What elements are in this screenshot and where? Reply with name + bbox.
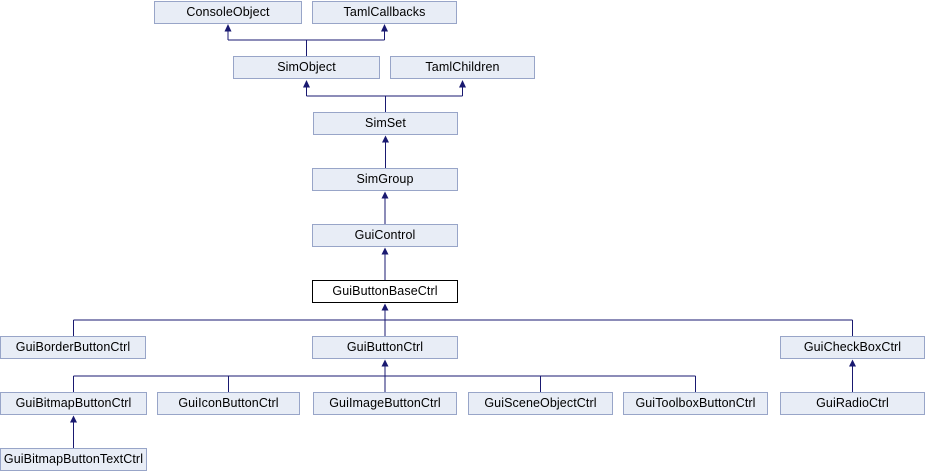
edge-guibitmapbuttontextctrl-to-guibitmapbuttonctrl <box>70 415 77 448</box>
arrowhead-into-guibuttonctrl <box>381 359 389 367</box>
class-node-consoleobject[interactable]: ConsoleObject <box>154 1 302 24</box>
class-node-guiiconbuttonctrl[interactable]: GuiIconButtonCtrl <box>157 392 300 415</box>
edge-guicontrol-to-simgroup <box>381 191 389 224</box>
class-node-guiimagebuttonctrl[interactable]: GuiImageButtonCtrl <box>313 392 457 415</box>
class-node-tamlchildren[interactable]: TamlChildren <box>390 56 535 79</box>
class-node-guibitmapbuttonctrl[interactable]: GuiBitmapButtonCtrl <box>0 392 147 415</box>
arrowhead-into-guibuttonbasectrl <box>381 303 389 311</box>
class-node-tamlcallbacks[interactable]: TamlCallbacks <box>312 1 457 24</box>
arrowhead-into-simset <box>382 135 389 143</box>
class-node-guisceneobjectctrl[interactable]: GuiSceneObjectCtrl <box>468 392 613 415</box>
arrowhead-into-tamlcallbacks <box>381 24 388 32</box>
class-node-guiborderbuttonctrl[interactable]: GuiBorderButtonCtrl <box>0 336 146 359</box>
class-node-guitoolboxbuttonctrl[interactable]: GuiToolboxButtonCtrl <box>623 392 768 415</box>
arrowhead-into-simobject <box>303 80 310 88</box>
class-node-simgroup[interactable]: SimGroup <box>312 168 458 191</box>
edge-guibuttonbasectrl-to-guicontrol <box>381 247 389 280</box>
arrowhead-into-guicontrol <box>381 247 389 255</box>
class-node-simset[interactable]: SimSet <box>313 112 458 135</box>
arrowhead-into-guicheckboxctrl <box>849 359 856 367</box>
edge-group-simobject-to-consoleobject-tamlcallbacks <box>224 24 388 56</box>
class-node-guicontrol[interactable]: GuiControl <box>312 224 458 247</box>
edge-group-simset-to-simobject-tamlchildren <box>303 80 466 112</box>
arrowhead-into-guibitmapbuttonctrl <box>70 415 77 423</box>
class-node-guibuttonctrl[interactable]: GuiButtonCtrl <box>312 336 458 359</box>
class-node-simobject[interactable]: SimObject <box>233 56 380 79</box>
arrowhead-into-tamlchildren <box>459 80 466 88</box>
class-node-guibuttonbasectrl: GuiButtonBaseCtrl <box>312 280 458 303</box>
class-node-guiradioctrl[interactable]: GuiRadioCtrl <box>780 392 925 415</box>
arrowhead-into-simgroup <box>381 191 389 199</box>
class-node-guibitmapbuttontextctrl[interactable]: GuiBitmapButtonTextCtrl <box>0 448 147 471</box>
edge-group-children-to-guibuttonbasectrl <box>73 303 853 336</box>
edge-simgroup-to-simset <box>382 135 389 168</box>
edge-group-children-to-guibuttonctrl <box>73 359 696 392</box>
class-node-guicheckboxctrl[interactable]: GuiCheckBoxCtrl <box>780 336 925 359</box>
arrowhead-into-consoleobject <box>224 24 232 32</box>
edge-guiradioctrl-to-guicheckboxctrl <box>849 359 856 392</box>
